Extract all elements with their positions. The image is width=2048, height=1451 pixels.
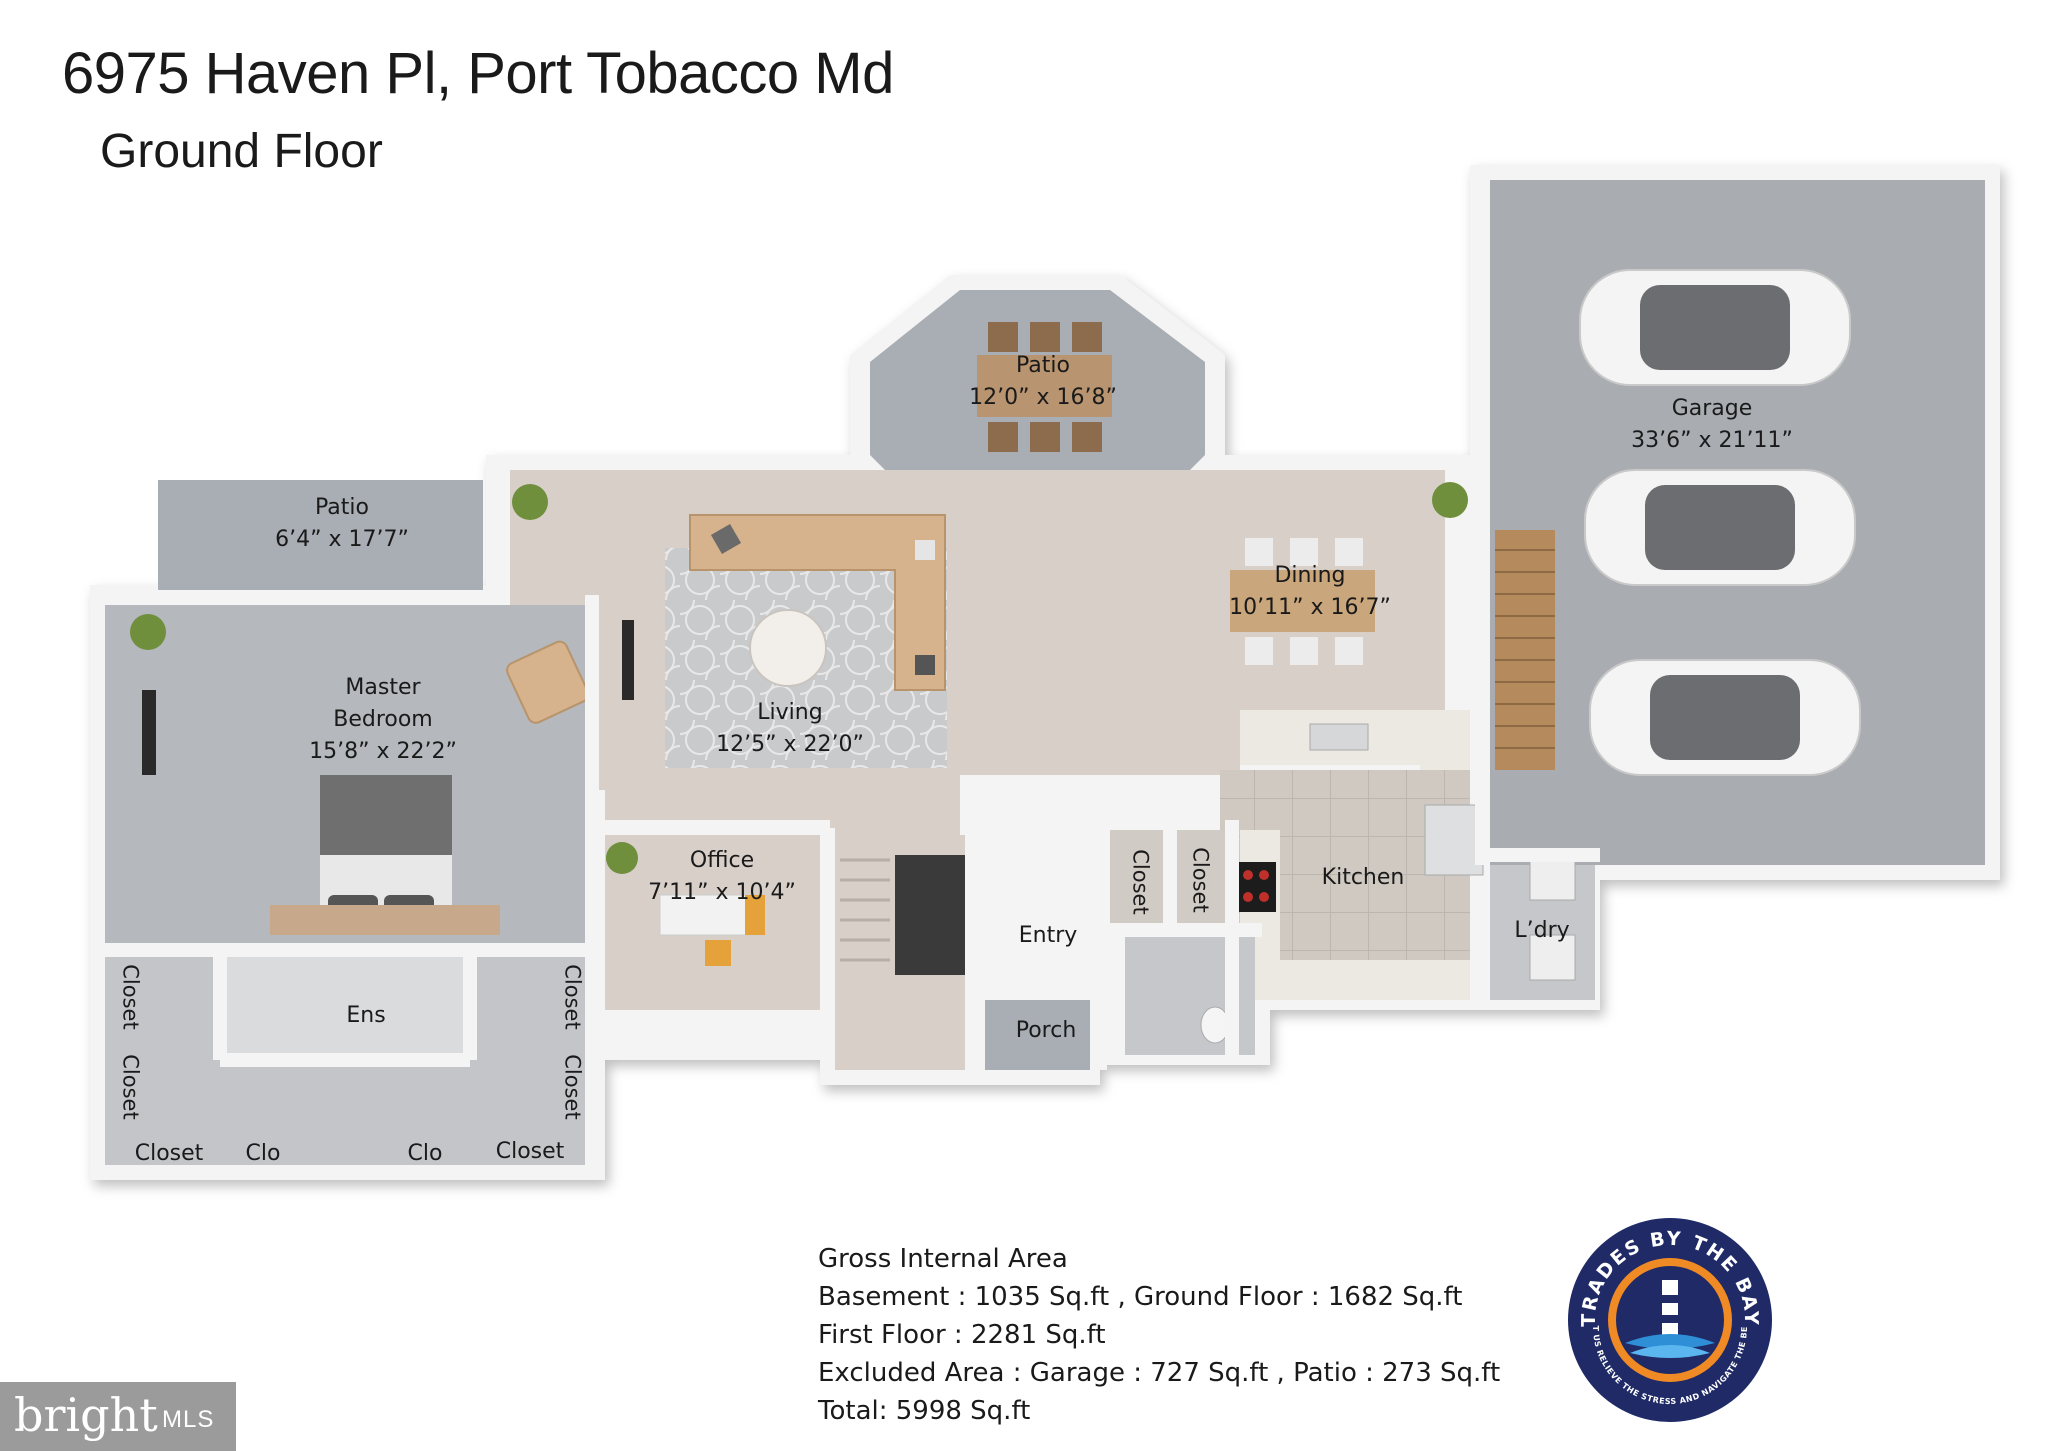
dining-table — [1230, 538, 1375, 665]
room-label-ensuite: Ens — [346, 1003, 386, 1028]
page-title: 6975 Haven Pl, Port Tobacco Md — [62, 41, 894, 106]
toilet — [1200, 1006, 1230, 1044]
coffee-table — [749, 609, 827, 687]
room-label-porch: Porch — [1015, 1018, 1077, 1043]
porch-floor — [985, 1000, 1090, 1070]
patio-table — [977, 322, 1112, 452]
bedroom-tv — [142, 690, 156, 775]
room-name: Bedroom — [333, 707, 433, 732]
area-summary: Gross Internal Area Basement : 1035 Sq.f… — [818, 1240, 1500, 1430]
floor-subtitle: Ground Floor — [100, 125, 383, 178]
cooktop — [1238, 862, 1276, 912]
room-label-patio-left: Patio 6’4” x 17’7” — [275, 492, 409, 556]
room-name: Living — [757, 700, 823, 725]
dryer — [1529, 934, 1576, 981]
room-dimensions: 7’11” x 10’4” — [648, 880, 796, 905]
plant-icon — [512, 484, 548, 520]
area-excluded: Excluded Area : Garage : 727 Sq.ft , Pat… — [818, 1358, 1501, 1388]
room-label-patio-top: Patio 12’0” x 16’8” — [969, 350, 1117, 414]
room-label-closet: Closet — [118, 1054, 143, 1120]
plant-icon — [1432, 482, 1468, 518]
room-label-kitchen: Kitchen — [1321, 865, 1405, 890]
area-basement-ground: Basement : 1035 Sq.ft , Ground Floor : 1… — [818, 1282, 1463, 1312]
car-icon — [1579, 269, 1851, 386]
room-label-laundry: L’dry — [1514, 918, 1570, 943]
plant-icon — [606, 842, 638, 874]
room-label-closet: Closet — [1188, 847, 1213, 913]
trades-by-the-bay-logo: TRADES BY THE BAY LET US RELIEVE THE STR… — [1565, 1215, 1772, 1422]
area-heading: Gross Internal Area — [818, 1244, 1068, 1274]
armchair — [506, 640, 590, 724]
patio-left-floor — [158, 480, 483, 590]
lighthouse-icon — [1662, 1280, 1678, 1340]
area-first-floor: First Floor : 2281 Sq.ft — [818, 1320, 1106, 1350]
room-label-closet: Closet — [560, 964, 585, 1030]
room-dimensions: 15’8” x 22’2” — [309, 739, 457, 764]
interior-walls — [98, 175, 1600, 1075]
plant-icon — [130, 614, 166, 650]
room-name: Office — [689, 848, 755, 873]
room-label-clo: Clo — [407, 1141, 443, 1166]
living-tv — [622, 620, 634, 700]
room-label-closet: Closet — [1128, 849, 1153, 915]
room-dimensions: 33’6” x 21’11” — [1631, 428, 1793, 453]
car-icon — [1589, 659, 1861, 776]
room-label-closet: Closet — [495, 1139, 565, 1164]
room-name: Dining — [1274, 563, 1346, 588]
room-label-closet: Closet — [118, 964, 143, 1030]
kitchen-sink — [1309, 723, 1369, 751]
refrigerator — [1424, 804, 1484, 876]
room-dimensions: 6’4” x 17’7” — [275, 527, 409, 552]
room-dimensions: 12’5” x 22’0” — [716, 732, 864, 757]
room-label-living: Living 12’5” x 22’0” — [716, 697, 864, 761]
room-label-clo: Clo — [245, 1141, 281, 1166]
room-label-closet: Closet — [134, 1141, 204, 1166]
room-dimensions: 12’0” x 16’8” — [969, 385, 1117, 410]
room-name: Patio — [315, 495, 369, 520]
room-label-dining: Dining 10’11” x 16’7” — [1229, 560, 1391, 624]
sectional-sofa — [689, 514, 946, 691]
garage-stairs — [1495, 530, 1555, 770]
room-label-garage: Garage 33’6” x 21’11” — [1631, 393, 1793, 457]
car-icon — [1584, 469, 1856, 586]
office-desk — [659, 894, 765, 966]
room-dimensions: 10’11” x 16’7” — [1229, 595, 1391, 620]
room-label-entry: Entry — [1018, 923, 1078, 948]
room-name: Master — [345, 675, 421, 700]
room-label-master-bedroom: Master Bedroom 15’8” x 22’2” — [309, 672, 457, 768]
watermark-suffix: MLS — [162, 1406, 215, 1433]
stairwell — [895, 855, 965, 975]
ensuite-floor — [225, 950, 465, 1055]
watermark-brand: bright — [14, 1388, 158, 1442]
bright-mls-watermark: bright MLS — [0, 1382, 236, 1451]
master-bed — [270, 775, 500, 935]
room-label-office: Office 7’11” x 10’4” — [648, 845, 796, 909]
washer — [1529, 854, 1576, 901]
room-name: Patio — [1016, 353, 1070, 378]
room-label-closet: Closet — [560, 1054, 585, 1120]
room-name: Garage — [1671, 396, 1753, 421]
area-total: Total: 5998 Sq.ft — [818, 1396, 1031, 1426]
